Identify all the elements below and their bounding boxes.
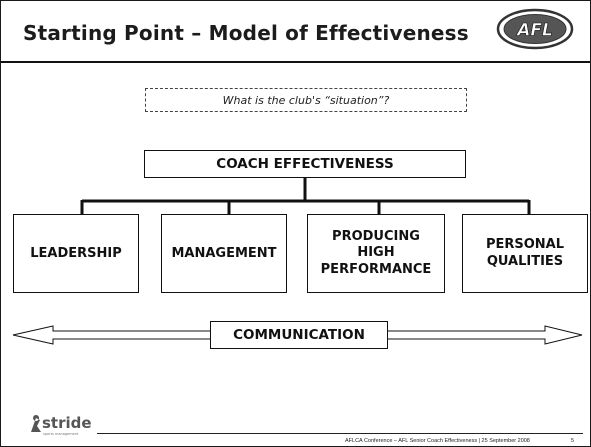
footer-text: AFLCA Conference – AFL Senior Coach Effe…: [345, 438, 530, 444]
communication-box: COMMUNICATION: [210, 321, 388, 349]
slide-title: Starting Point – Model of Effectiveness: [23, 21, 469, 45]
coach-effectiveness-label: COACH EFFECTIVENESS: [216, 156, 394, 172]
personal-label-line1: PERSONAL: [485, 236, 565, 252]
producing-label-line3: PERFORMANCE: [320, 261, 432, 277]
coach-effectiveness-box: COACH EFFECTIVENESS: [144, 150, 466, 178]
stride-logo-text: stride: [42, 414, 92, 432]
leadership-label: LEADERSHIP: [30, 246, 122, 261]
leadership-box: LEADERSHIP: [13, 214, 139, 293]
management-label: MANAGEMENT: [171, 246, 277, 261]
personal-label-line2: QUALITIES: [486, 253, 564, 269]
stride-figure-icon: [31, 415, 41, 432]
communication-label: COMMUNICATION: [233, 327, 365, 343]
producing-label-line1: PRODUCING: [332, 228, 420, 244]
management-box: MANAGEMENT: [161, 214, 287, 293]
personal-qualities-box: PERSONAL QUALITIES: [462, 214, 588, 293]
stride-logo-tagline: sports management: [43, 432, 79, 436]
stride-logo: stride sports management: [31, 414, 92, 436]
afl-logo: AFL: [496, 8, 574, 50]
page-number: 5: [571, 438, 575, 444]
situation-question-text: What is the club's “situation”?: [222, 93, 390, 107]
producing-label-line2: HIGH: [357, 245, 395, 261]
title-divider: [1, 61, 590, 63]
producing-high-performance-box: PRODUCING HIGH PERFORMANCE: [307, 214, 445, 293]
footer-divider: [97, 433, 583, 434]
afl-logo-text: AFL: [515, 21, 553, 41]
situation-question: What is the club's “situation”?: [145, 88, 467, 112]
